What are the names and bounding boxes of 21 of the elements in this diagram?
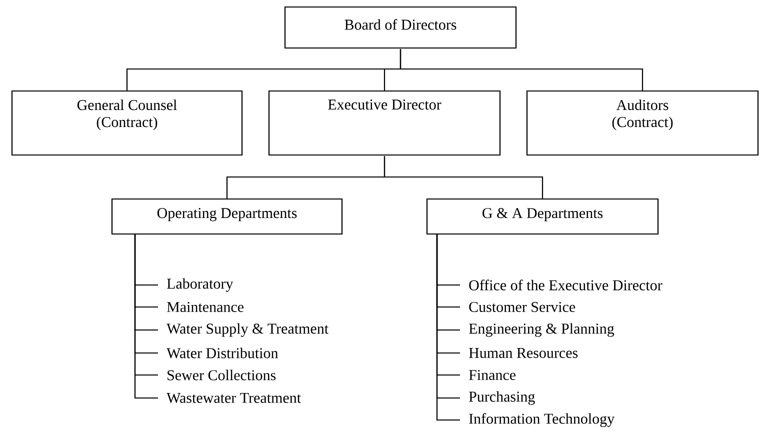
department-label: Human Resources — [469, 348, 578, 358]
connector-line — [384, 156, 544, 199]
org-box: General Counsel (Contract) — [11, 90, 243, 156]
org-box: Executive Director — [268, 90, 501, 156]
org-box: Auditors (Contract) — [526, 90, 759, 156]
department-label: Information Technology — [469, 413, 615, 427]
connector-line — [400, 49, 644, 91]
department-label: Purchasing — [469, 391, 535, 405]
department-label: Maintenance — [167, 302, 244, 312]
department-label: Customer Service — [469, 302, 576, 312]
department-label: Sewer Collections — [168, 370, 276, 380]
department-label: Water Supply & Treatment — [166, 323, 328, 337]
department-label: Engineering & Planning — [469, 323, 614, 337]
org-box: Operating Departments — [111, 198, 343, 235]
department-label: Water Distribution — [166, 348, 278, 358]
department-label: Laboratory — [167, 278, 234, 292]
department-label: Wastewater Treatment — [166, 392, 301, 404]
org-box: G & A Departments — [426, 198, 659, 235]
department-label: Office of the Executive Director — [469, 280, 662, 290]
department-label: Finance — [469, 370, 516, 380]
org-box: Board of Directors — [284, 6, 517, 49]
